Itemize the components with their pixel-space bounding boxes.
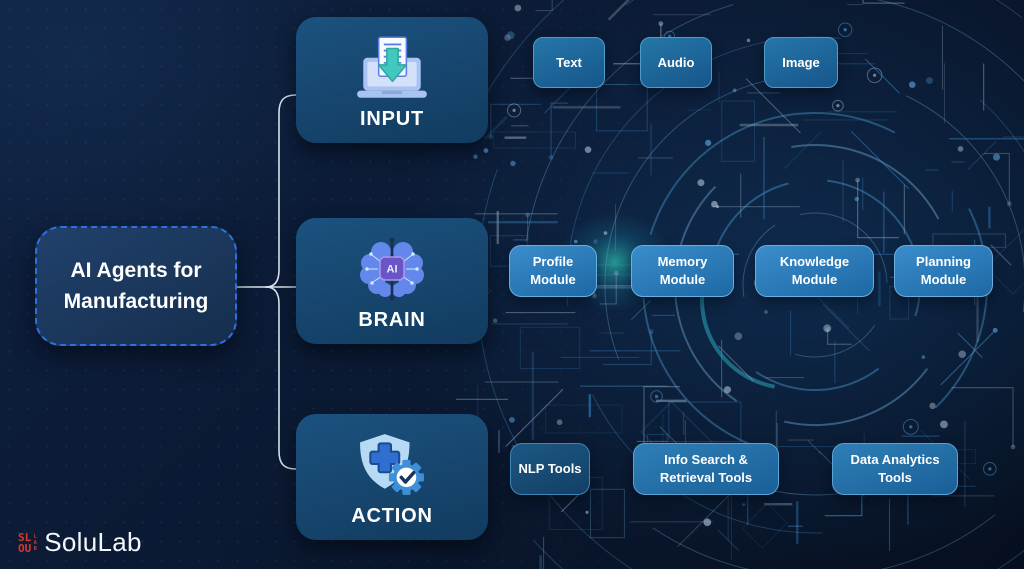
solulab-logo-text: SoluLab xyxy=(44,527,142,557)
branch-node-input: INPUT xyxy=(296,17,488,143)
branch-label-action: ACTION xyxy=(351,505,433,527)
module-label: Knowledge Module xyxy=(779,254,850,287)
connector-to-action xyxy=(265,286,297,470)
logo-mark-grid: SL OU xyxy=(18,532,31,554)
action-tool-info-search: Info Search & Retrieval Tools xyxy=(633,443,779,495)
solulab-logo-mark: SL OU LAB xyxy=(18,532,39,554)
connector-to-input xyxy=(265,94,297,288)
root-node-label: AI Agents for Manufacturing xyxy=(63,258,209,314)
logo-mark-bottom: OU xyxy=(18,541,32,555)
gear-check xyxy=(388,459,424,495)
ai-brain-icon: AI xyxy=(355,228,429,309)
brain-module-memory: Memory Module xyxy=(631,245,734,297)
input-chip-audio: Audio xyxy=(640,37,712,88)
brain-module-profile: Profile Module xyxy=(509,245,597,297)
input-chip-image: Image xyxy=(764,37,838,88)
module-label: Planning Module xyxy=(916,254,971,287)
input-chip-text: Text xyxy=(533,37,605,88)
logo-mark-side: LAB xyxy=(32,533,39,552)
branch-label-input: INPUT xyxy=(360,108,424,130)
action-tool-data-analytics: Data Analytics Tools xyxy=(832,443,958,495)
branch-node-brain: AI BRAIN xyxy=(296,218,488,344)
tool-label: Data Analytics Tools xyxy=(850,452,940,485)
brain-chip-label: AI xyxy=(387,263,398,275)
branch-node-action: ACTION xyxy=(296,414,488,540)
shield-gear-icon xyxy=(354,424,430,505)
branch-label-brain: BRAIN xyxy=(358,309,426,331)
brain-module-knowledge: Knowledge Module xyxy=(755,245,874,297)
chip-label: Text xyxy=(556,54,582,70)
module-label: Profile Module xyxy=(530,254,576,287)
chip-label: Image xyxy=(782,54,820,70)
laptop-download-icon xyxy=(353,27,431,108)
action-tool-nlp: NLP Tools xyxy=(510,443,590,495)
root-node-ai-agents: AI Agents for Manufacturing xyxy=(35,226,237,346)
solulab-logo: SL OU LAB SoluLab xyxy=(18,527,142,558)
tool-label: NLP Tools xyxy=(518,461,582,477)
brain-module-planning: Planning Module xyxy=(894,245,993,297)
module-label: Memory Module xyxy=(657,254,708,287)
logo-mark-top: SL xyxy=(18,530,32,544)
chip-label: Audio xyxy=(657,54,695,70)
tool-label: Info Search & Retrieval Tools xyxy=(659,452,753,485)
